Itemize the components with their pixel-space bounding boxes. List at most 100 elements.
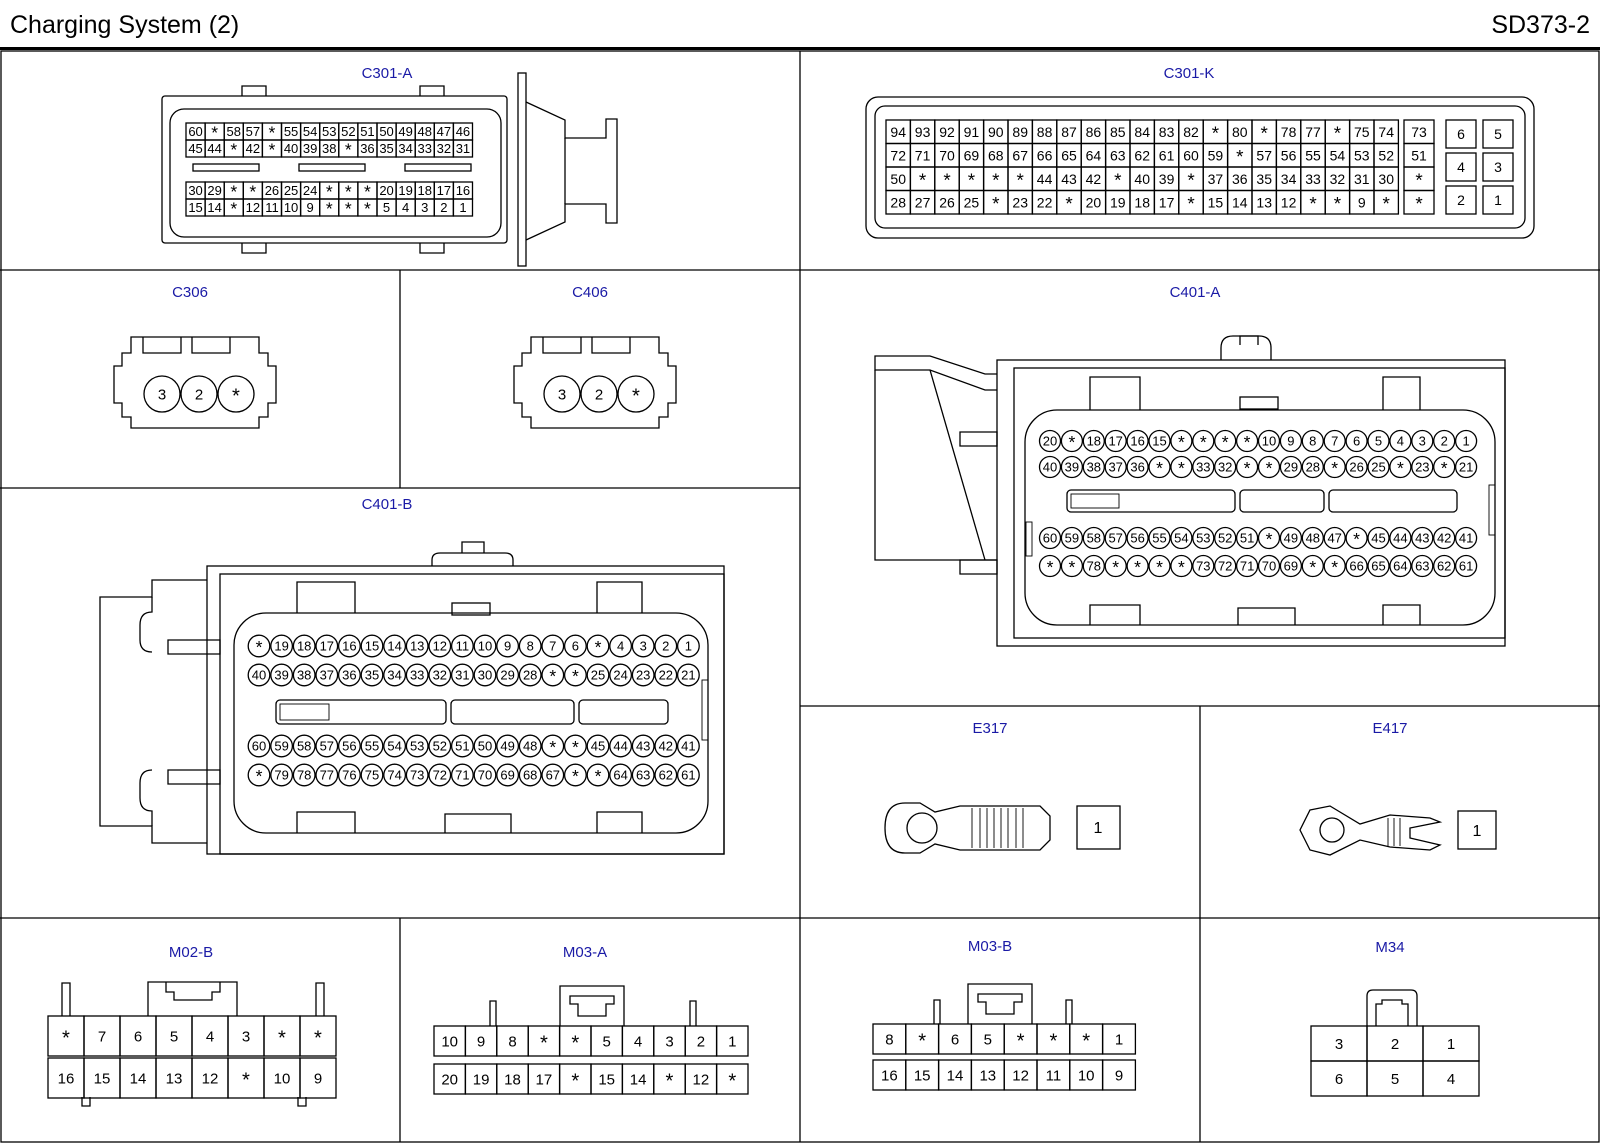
pin-number: * — [1309, 194, 1317, 215]
pin-number: 71 — [1240, 559, 1254, 574]
pin-circle — [496, 734, 520, 758]
pin-cell — [1422, 1060, 1480, 1097]
pin-number: * — [943, 170, 951, 191]
pin-number: 18 — [1134, 194, 1150, 210]
pin-number: 91 — [964, 124, 980, 140]
pin-number: 6 — [572, 639, 579, 654]
pin-number: 55 — [1152, 531, 1166, 546]
pin-number: 53 — [1354, 147, 1370, 163]
pin-number: 79 — [274, 768, 288, 783]
pin-number: 70 — [939, 147, 955, 163]
pin-number: 50 — [890, 171, 906, 187]
pin-number: 29 — [500, 668, 514, 683]
pin-circle — [1389, 554, 1412, 578]
pin-number: 76 — [342, 768, 356, 783]
pin-circle — [1060, 526, 1084, 550]
pin-circle — [563, 734, 587, 758]
pin-number: 8 — [885, 1031, 893, 1048]
pin-circle — [1433, 429, 1456, 453]
pin-circle — [518, 634, 542, 658]
panel-grid — [0, 50, 1600, 1143]
pin-circle — [1454, 429, 1478, 453]
pin-number: 10 — [284, 200, 298, 215]
pin-number: 10 — [274, 1070, 291, 1087]
pin-circle — [1235, 554, 1259, 578]
pin-number: 65 — [1371, 559, 1385, 574]
pin-number: * — [549, 737, 556, 757]
pin-circle — [1235, 455, 1259, 479]
pin-number: 40 — [1134, 171, 1150, 187]
pin-circle — [270, 734, 294, 758]
pin-circle — [1170, 455, 1193, 479]
pin-number: 5 — [383, 200, 390, 215]
pin-circle — [473, 634, 497, 658]
pin-number: 16 — [456, 183, 470, 198]
pin-number: * — [1017, 1030, 1025, 1052]
pin-circle — [654, 734, 678, 758]
pin-number: * — [1178, 557, 1185, 577]
pin-number: 16 — [342, 639, 356, 654]
pin-number: * — [1082, 1030, 1090, 1052]
pin-number: 73 — [410, 768, 424, 783]
pin-circle — [1038, 526, 1062, 550]
pin-number: * — [1156, 557, 1163, 577]
pin-number: 37 — [1208, 171, 1224, 187]
pin-circle — [1104, 429, 1127, 453]
pin-number: 74 — [1378, 124, 1394, 140]
pin-number: * — [968, 170, 976, 191]
pin-number: 47 — [437, 124, 451, 139]
pin-circle — [1454, 554, 1478, 578]
pin-cell — [1482, 119, 1514, 149]
pin-number: * — [992, 194, 1000, 215]
pin-circle — [450, 734, 474, 758]
pin-circle — [270, 763, 294, 787]
pin-number: 12 — [1281, 194, 1297, 210]
pin-number: 70 — [478, 768, 492, 783]
pin-number: 67 — [1012, 147, 1028, 163]
pin-number: 33 — [410, 668, 424, 683]
pin-circle — [631, 763, 655, 787]
pin-number: * — [278, 1027, 286, 1049]
pin-number: 19 — [473, 1071, 490, 1088]
pin-number: 15 — [94, 1070, 111, 1087]
pin-number: 16 — [881, 1067, 898, 1084]
pin-number: 54 — [303, 124, 317, 139]
pin-number: 15 — [914, 1067, 931, 1084]
pin-number: 12 — [433, 639, 447, 654]
pin-number: 18 — [297, 639, 311, 654]
pin-circle — [270, 634, 294, 658]
pin-number: 21 — [681, 668, 695, 683]
pin-number: 54 — [1330, 147, 1346, 163]
pin-number: * — [595, 637, 602, 657]
pin-number: 66 — [1037, 147, 1053, 163]
pin-number: 23 — [1012, 194, 1028, 210]
pin-circle — [1235, 429, 1259, 453]
pin-circle — [1323, 455, 1346, 479]
pin-number: 9 — [1358, 194, 1366, 210]
pin-circle — [247, 734, 271, 758]
pin-number: 42 — [1437, 531, 1451, 546]
pin-number: 1 — [728, 1033, 736, 1050]
pin-number: 7 — [1331, 434, 1338, 449]
pin-number: * — [1212, 123, 1220, 144]
pin-number: * — [256, 766, 263, 786]
pin-number: * — [269, 123, 276, 143]
pin-number: 55 — [284, 124, 298, 139]
pin-number: 93 — [915, 124, 931, 140]
pin-number: * — [256, 637, 263, 657]
pin-number: 5 — [1375, 434, 1382, 449]
pin-circle — [1148, 554, 1171, 578]
connector-label-c406: C406 — [572, 284, 608, 301]
pin-number: * — [1261, 123, 1269, 144]
pin-number: 49 — [398, 124, 412, 139]
connector-label-e317: E317 — [972, 720, 1007, 737]
pin-circle — [1126, 526, 1149, 550]
pin-circle — [654, 634, 678, 658]
pin-circle — [496, 663, 520, 687]
pin-cell — [452, 139, 474, 158]
